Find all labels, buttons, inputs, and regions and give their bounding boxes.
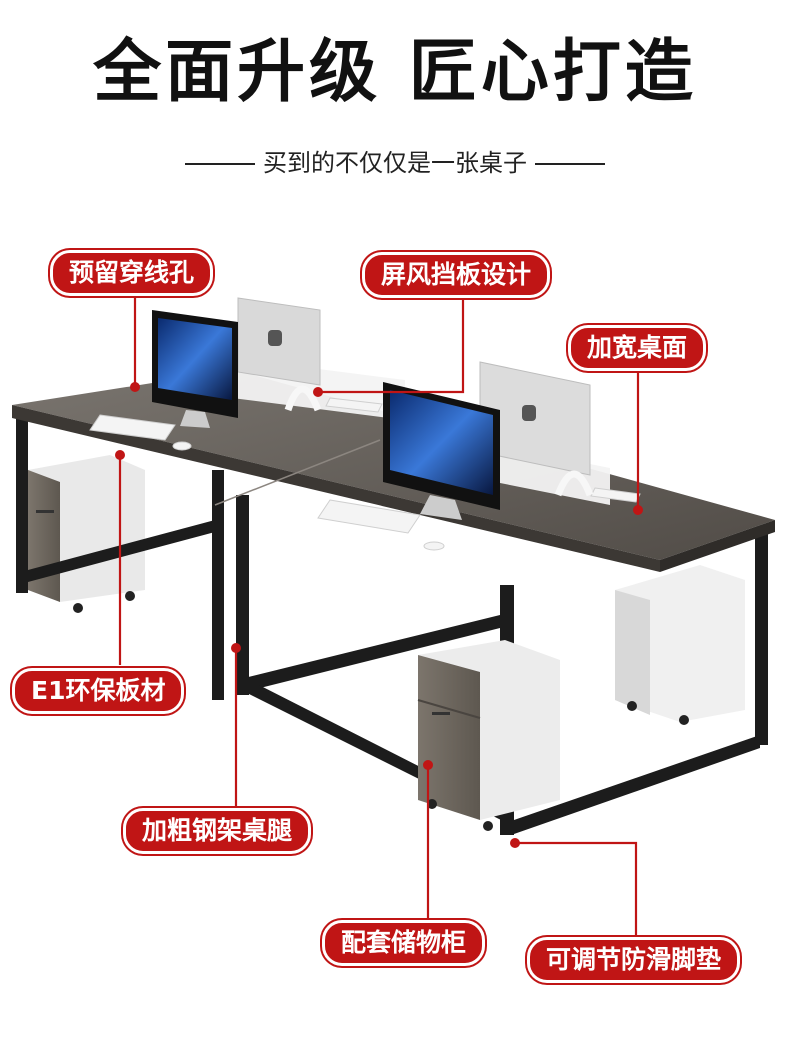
label-wide-top: 加宽桌面 <box>568 325 707 371</box>
label-foot-pads: 可调节防滑脚垫 <box>527 937 741 983</box>
keyboards <box>89 397 641 551</box>
front-cabinet <box>417 640 560 831</box>
tagline: 买到的不仅仅是一张桌子 <box>0 146 790 180</box>
label-screen-panel: 屏风挡板设计 <box>362 252 551 298</box>
left-cabinet <box>28 455 145 613</box>
tagline-text: 买到的不仅仅是一张桌子 <box>263 149 527 177</box>
tagline-dash-right <box>535 163 605 165</box>
label-wire-hole: 预留穿线孔 <box>50 250 214 296</box>
back-monitors <box>237 297 591 476</box>
leader-lines <box>115 288 643 935</box>
label-e1-board: E1环保板材 <box>12 668 185 714</box>
headline: 全面升级 匠心打造 <box>93 33 697 112</box>
right-cabinet <box>615 565 745 725</box>
tagline-dash-left <box>185 163 255 165</box>
headphones-icon <box>284 385 594 497</box>
front-monitors <box>152 310 500 520</box>
label-steel-legs: 加粗钢架桌腿 <box>123 808 312 854</box>
label-cabinet: 配套储物柜 <box>322 920 486 966</box>
